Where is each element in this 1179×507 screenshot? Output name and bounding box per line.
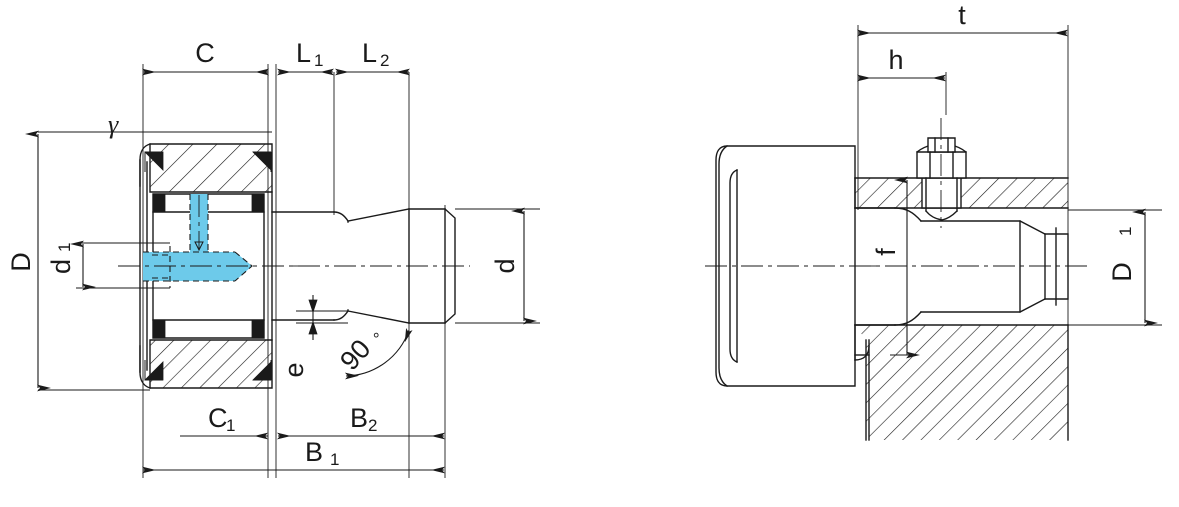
dimension-e: e — [279, 295, 348, 378]
label-L2-sub: 2 — [380, 51, 389, 70]
dimension-f: f — [871, 176, 920, 359]
label-d1-sub: 1 — [55, 243, 74, 252]
label-h: h — [888, 45, 903, 75]
label-t: t — [958, 0, 966, 30]
label-angle: 90 — [334, 334, 376, 376]
label-D1-sub: 1 — [1116, 227, 1135, 236]
housing-block — [852, 177, 1069, 441]
dimension-D1: D 1 — [1107, 208, 1158, 327]
dimension-h: h — [857, 45, 946, 82]
label-angle-unit: ° — [370, 329, 389, 347]
label-e: e — [279, 362, 309, 377]
dimension-D: D — [6, 130, 51, 392]
label-d: d — [490, 258, 520, 273]
dimension-B2: B 2 — [277, 403, 445, 440]
label-L2: L — [362, 38, 377, 68]
dimension-L1: L 1 — [277, 38, 334, 76]
label-B1-sub: 1 — [330, 450, 339, 469]
dimension-C1: C 1 — [180, 403, 268, 440]
dimension-angle-90: 90 ° — [334, 327, 413, 380]
hex-nut-bolt — [916, 118, 967, 228]
dimension-d: d — [455, 207, 540, 325]
grease-channel — [143, 194, 253, 288]
dimension-L2: L 2 — [335, 38, 410, 76]
label-L1: L — [296, 38, 311, 68]
inner-stud-assembly — [854, 207, 1069, 326]
left-view-group: C L 1 L 2 D d 1 γ — [6, 38, 540, 478]
label-C1-sub: 1 — [226, 416, 235, 435]
label-D: D — [6, 252, 36, 272]
dimension-t: t — [857, 0, 1068, 37]
label-d1: d — [46, 259, 76, 274]
label-C1: C — [208, 403, 228, 433]
label-gamma: γ — [108, 110, 119, 139]
label-L1-sub: 1 — [314, 51, 323, 70]
bearing-outer-ring-top — [139, 143, 273, 213]
label-gamma-group: γ — [108, 110, 119, 139]
label-B2: B — [350, 403, 368, 433]
dimension-d1: d 1 — [46, 240, 170, 291]
dimension-C: C — [142, 38, 269, 76]
right-view-group: t h — [705, 0, 1162, 441]
label-B2-sub: 2 — [368, 416, 377, 435]
label-B1: B — [305, 437, 323, 467]
label-D1: D — [1107, 262, 1137, 282]
label-C: C — [195, 38, 215, 68]
dimension-B1: B 1 — [142, 437, 445, 474]
label-f: f — [871, 248, 901, 256]
bearing-outer-ring-bottom — [139, 319, 273, 389]
